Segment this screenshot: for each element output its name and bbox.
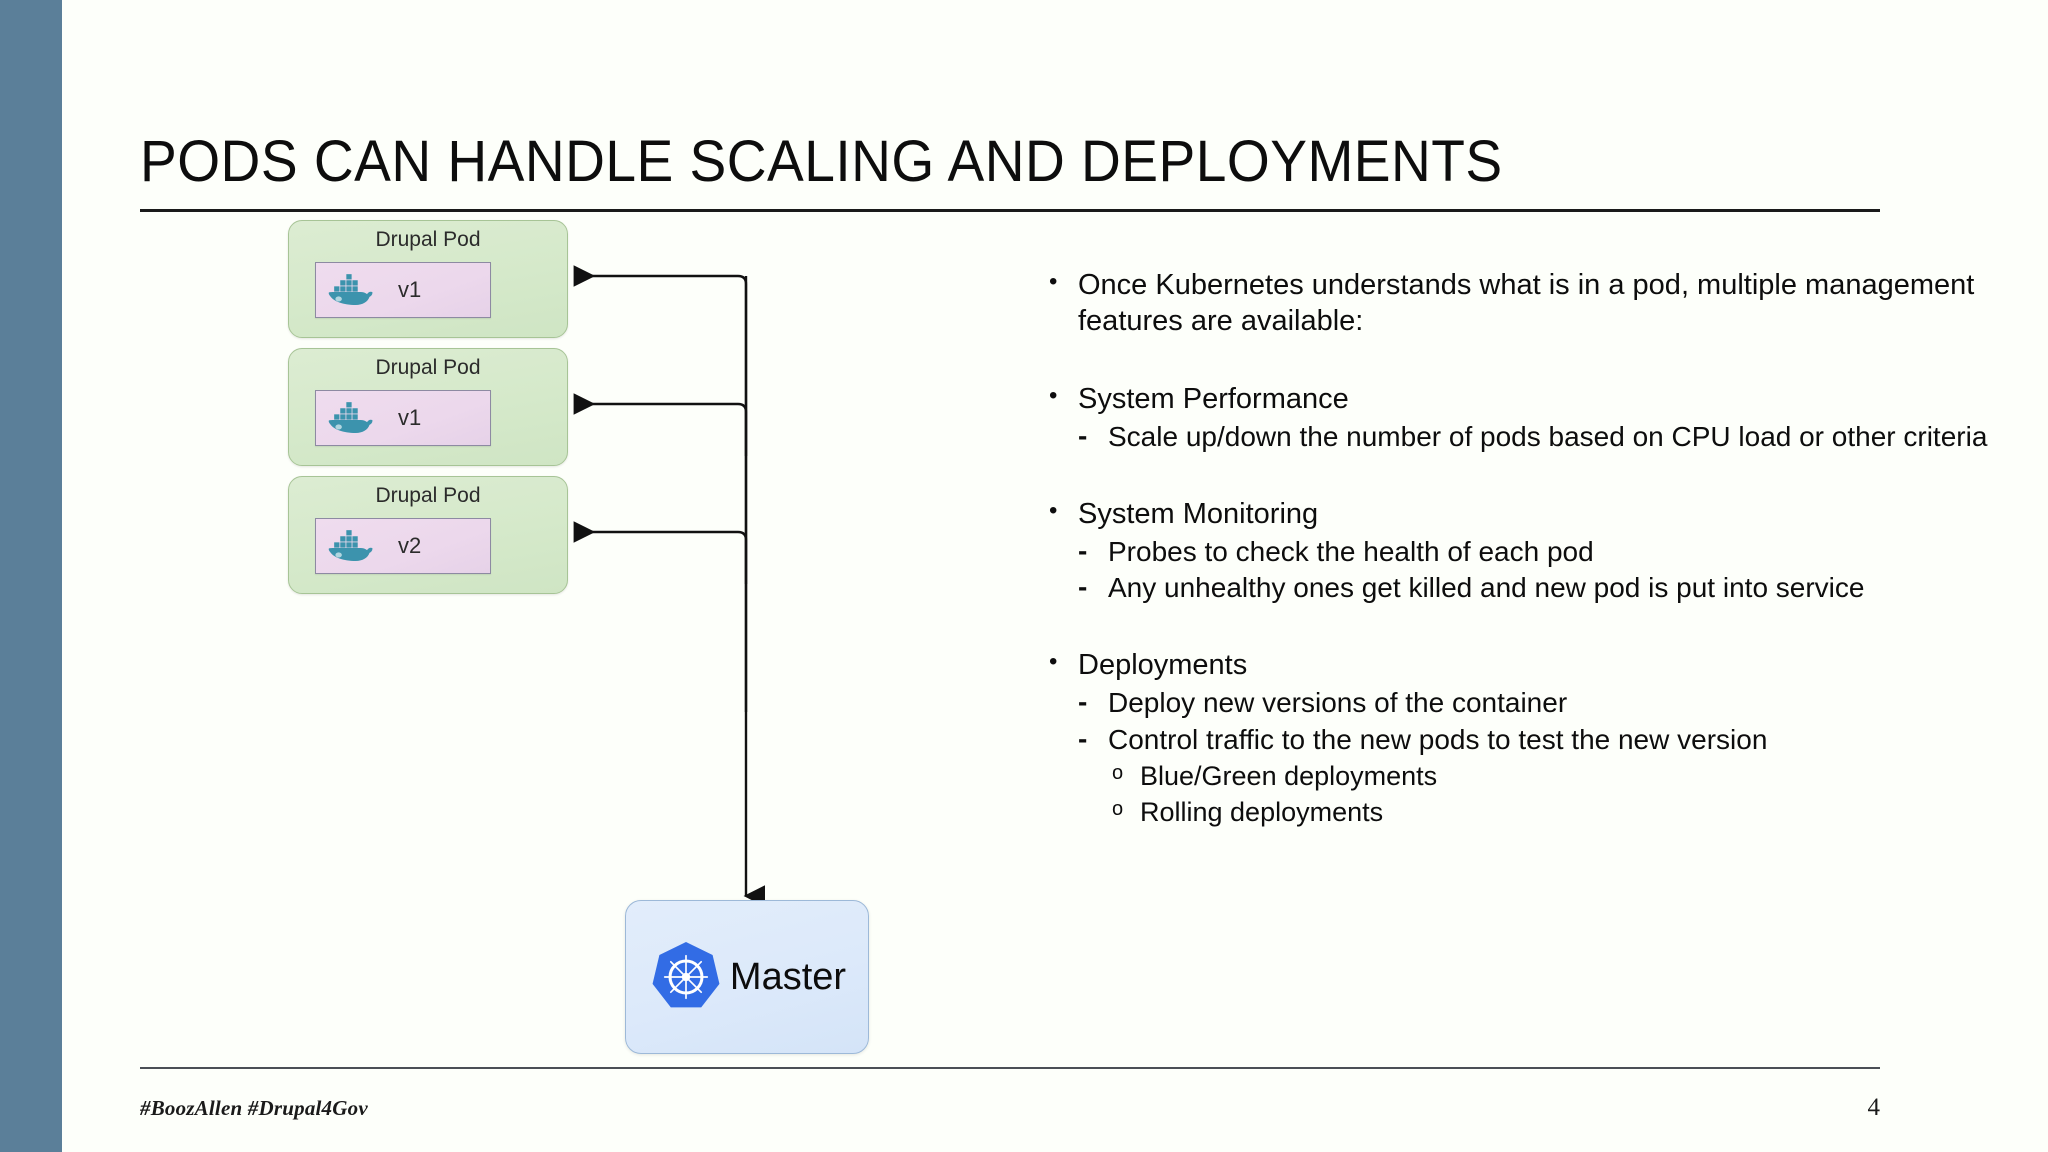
bullet-block: System Monitoring Probes to check the he…: [1046, 496, 1996, 606]
left-accent-bar: [0, 0, 62, 1152]
master-node[interactable]: Master: [625, 900, 869, 1054]
footer-divider: [140, 1067, 1880, 1069]
container-box[interactable]: v2: [315, 518, 491, 574]
bullet-level2: Probes to check the health of each pod: [1046, 534, 1996, 570]
block-spacer: [1046, 608, 1996, 648]
page-number: 4: [1867, 1094, 1881, 1121]
block-spacer: [1046, 457, 1996, 497]
pod-title: Drupal Pod: [375, 228, 481, 251]
bullet-block: Deployments Deploy new versions of the c…: [1046, 647, 1996, 829]
bullet-block: System Performance Scale up/down the num…: [1046, 381, 1996, 455]
bullet-block: Once Kubernetes understands what is in a…: [1046, 267, 1996, 340]
page-title: PODS CAN HANDLE SCALING AND DEPLOYMENTS: [140, 129, 1503, 194]
docker-whale-icon: [328, 402, 373, 434]
bullet-level1: Deployments: [1046, 647, 1996, 684]
block-spacer: [1046, 342, 1996, 382]
pod-title: Drupal Pod: [375, 484, 481, 507]
pod-scaling-diagram: Drupal Pod v1: [270, 220, 970, 1060]
pod-card[interactable]: Drupal Pod v1: [288, 220, 568, 338]
title-divider: [140, 209, 1880, 212]
docker-whale-icon: [328, 274, 373, 306]
pod-card[interactable]: Drupal Pod v1: [288, 348, 568, 466]
docker-whale-icon: [328, 530, 373, 562]
master-label: Master: [729, 955, 847, 998]
bullet-level2: Control traffic to the new pods to test …: [1046, 722, 1996, 758]
container-version-label: v2: [398, 533, 422, 558]
bullet-level2: Deploy new versions of the container: [1046, 685, 1996, 721]
container-box[interactable]: v1: [315, 390, 491, 446]
bullet-level3: Blue/Green deployments: [1046, 759, 1996, 793]
bullet-level2: Scale up/down the number of pods based o…: [1046, 419, 1996, 455]
container-box[interactable]: v1: [315, 262, 491, 318]
bullet-level1: System Performance: [1046, 381, 1996, 418]
pod-title: Drupal Pod: [375, 356, 481, 379]
container-version-label: v1: [398, 405, 422, 430]
bullet-level2: Any unhealthy ones get killed and new po…: [1046, 570, 1996, 606]
bullet-level1: System Monitoring: [1046, 496, 1996, 533]
container-version-label: v1: [398, 277, 422, 302]
footer-hashtags: #BoozAllen #Drupal4Gov: [140, 1096, 368, 1120]
kubernetes-helm-icon: [652, 942, 720, 1008]
pod-card[interactable]: Drupal Pod v2: [288, 476, 568, 594]
content-bullets: Once Kubernetes understands what is in a…: [1046, 267, 1996, 831]
bullet-level3: Rolling deployments: [1046, 795, 1996, 829]
bullet-level1: Once Kubernetes understands what is in a…: [1046, 267, 1996, 340]
